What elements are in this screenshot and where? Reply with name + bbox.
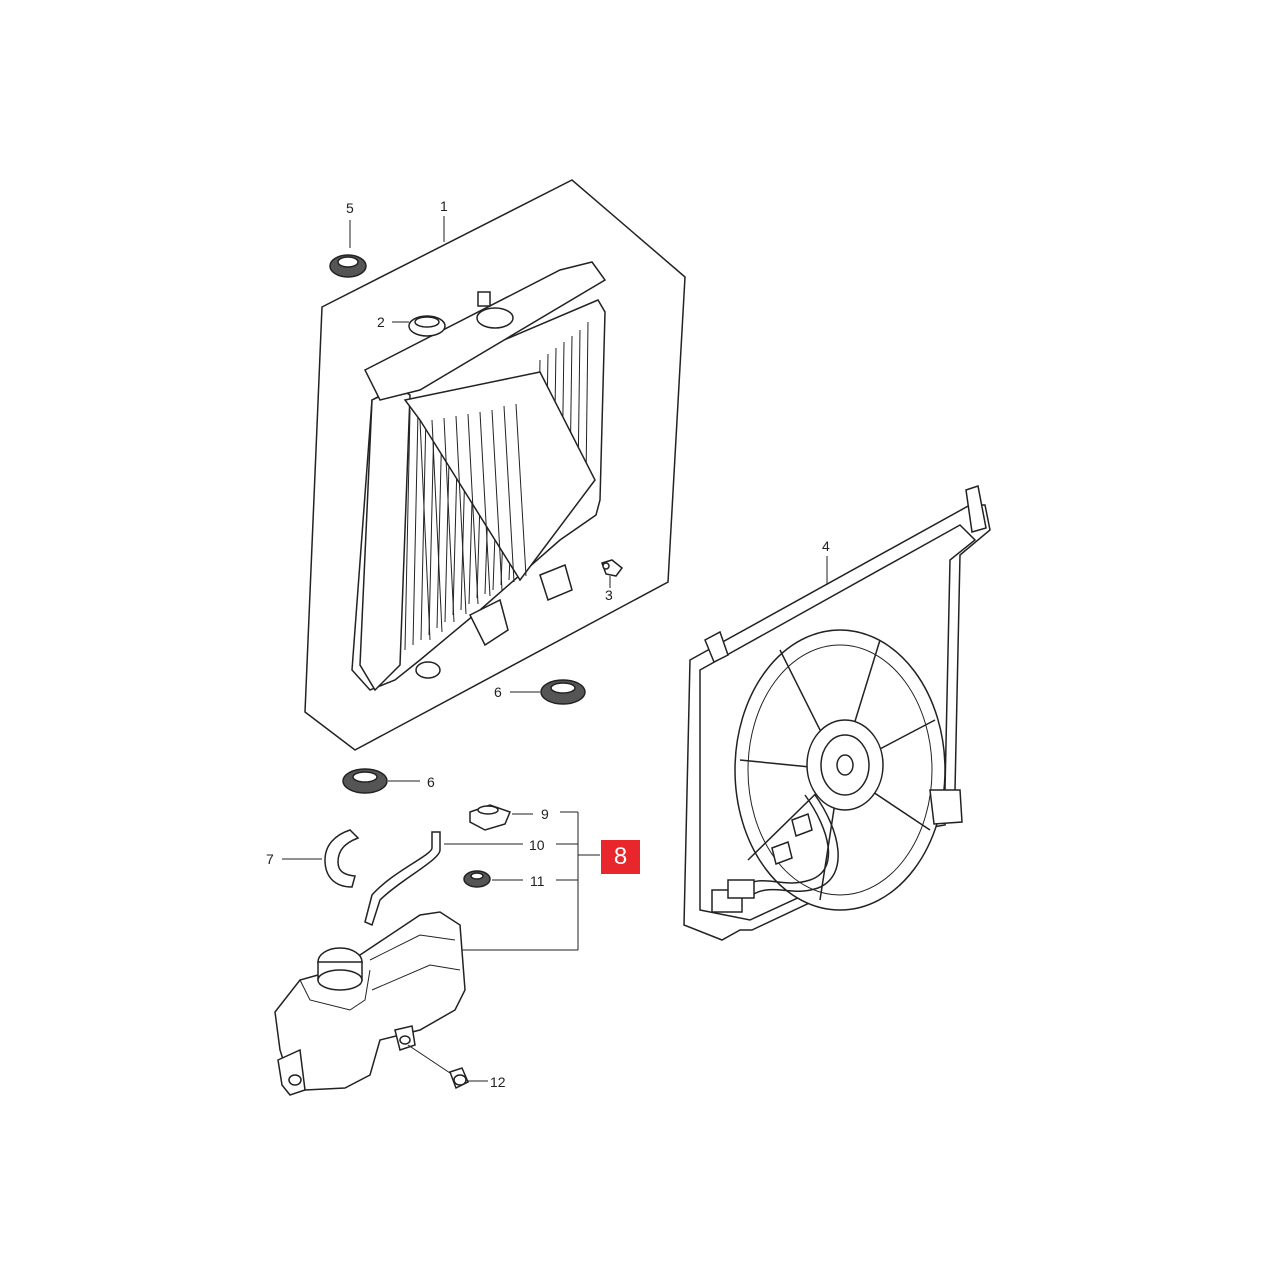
highlight-label-8: 8 xyxy=(601,840,640,874)
label-2: 2 xyxy=(377,314,385,330)
callout-bracket-8 xyxy=(462,811,600,951)
fan-shroud-assembly-icon xyxy=(683,485,991,941)
radiator-group xyxy=(304,179,686,751)
label-11: 11 xyxy=(530,873,545,889)
label-12: 12 xyxy=(490,1074,506,1090)
bolt-12-icon xyxy=(407,1044,469,1090)
grommet-6b-icon xyxy=(342,768,388,794)
label-3: 3 xyxy=(605,587,613,603)
radiator-group-frame xyxy=(304,179,686,751)
radiator-cap-icon xyxy=(408,315,446,337)
reservoir-cap-9-icon xyxy=(469,804,511,831)
label-6a: 6 xyxy=(494,684,502,700)
radiator-icon xyxy=(351,261,607,692)
label-10: 10 xyxy=(529,837,545,853)
drain-plug-icon xyxy=(601,559,624,577)
label-6b: 6 xyxy=(427,774,435,790)
label-1: 1 xyxy=(440,198,448,214)
reservoir-tank-icon xyxy=(274,911,466,1096)
overflow-hose-10-icon xyxy=(364,831,441,927)
hose-7-icon xyxy=(324,829,360,888)
clip-11-icon xyxy=(463,870,491,888)
label-4: 4 xyxy=(822,538,830,554)
grommet-5-icon xyxy=(329,254,367,278)
highlight-label-text: 8 xyxy=(613,843,628,870)
label-7: 7 xyxy=(266,851,274,867)
label-5: 5 xyxy=(346,200,354,216)
label-9: 9 xyxy=(541,806,549,822)
grommet-6a-icon xyxy=(540,679,586,705)
